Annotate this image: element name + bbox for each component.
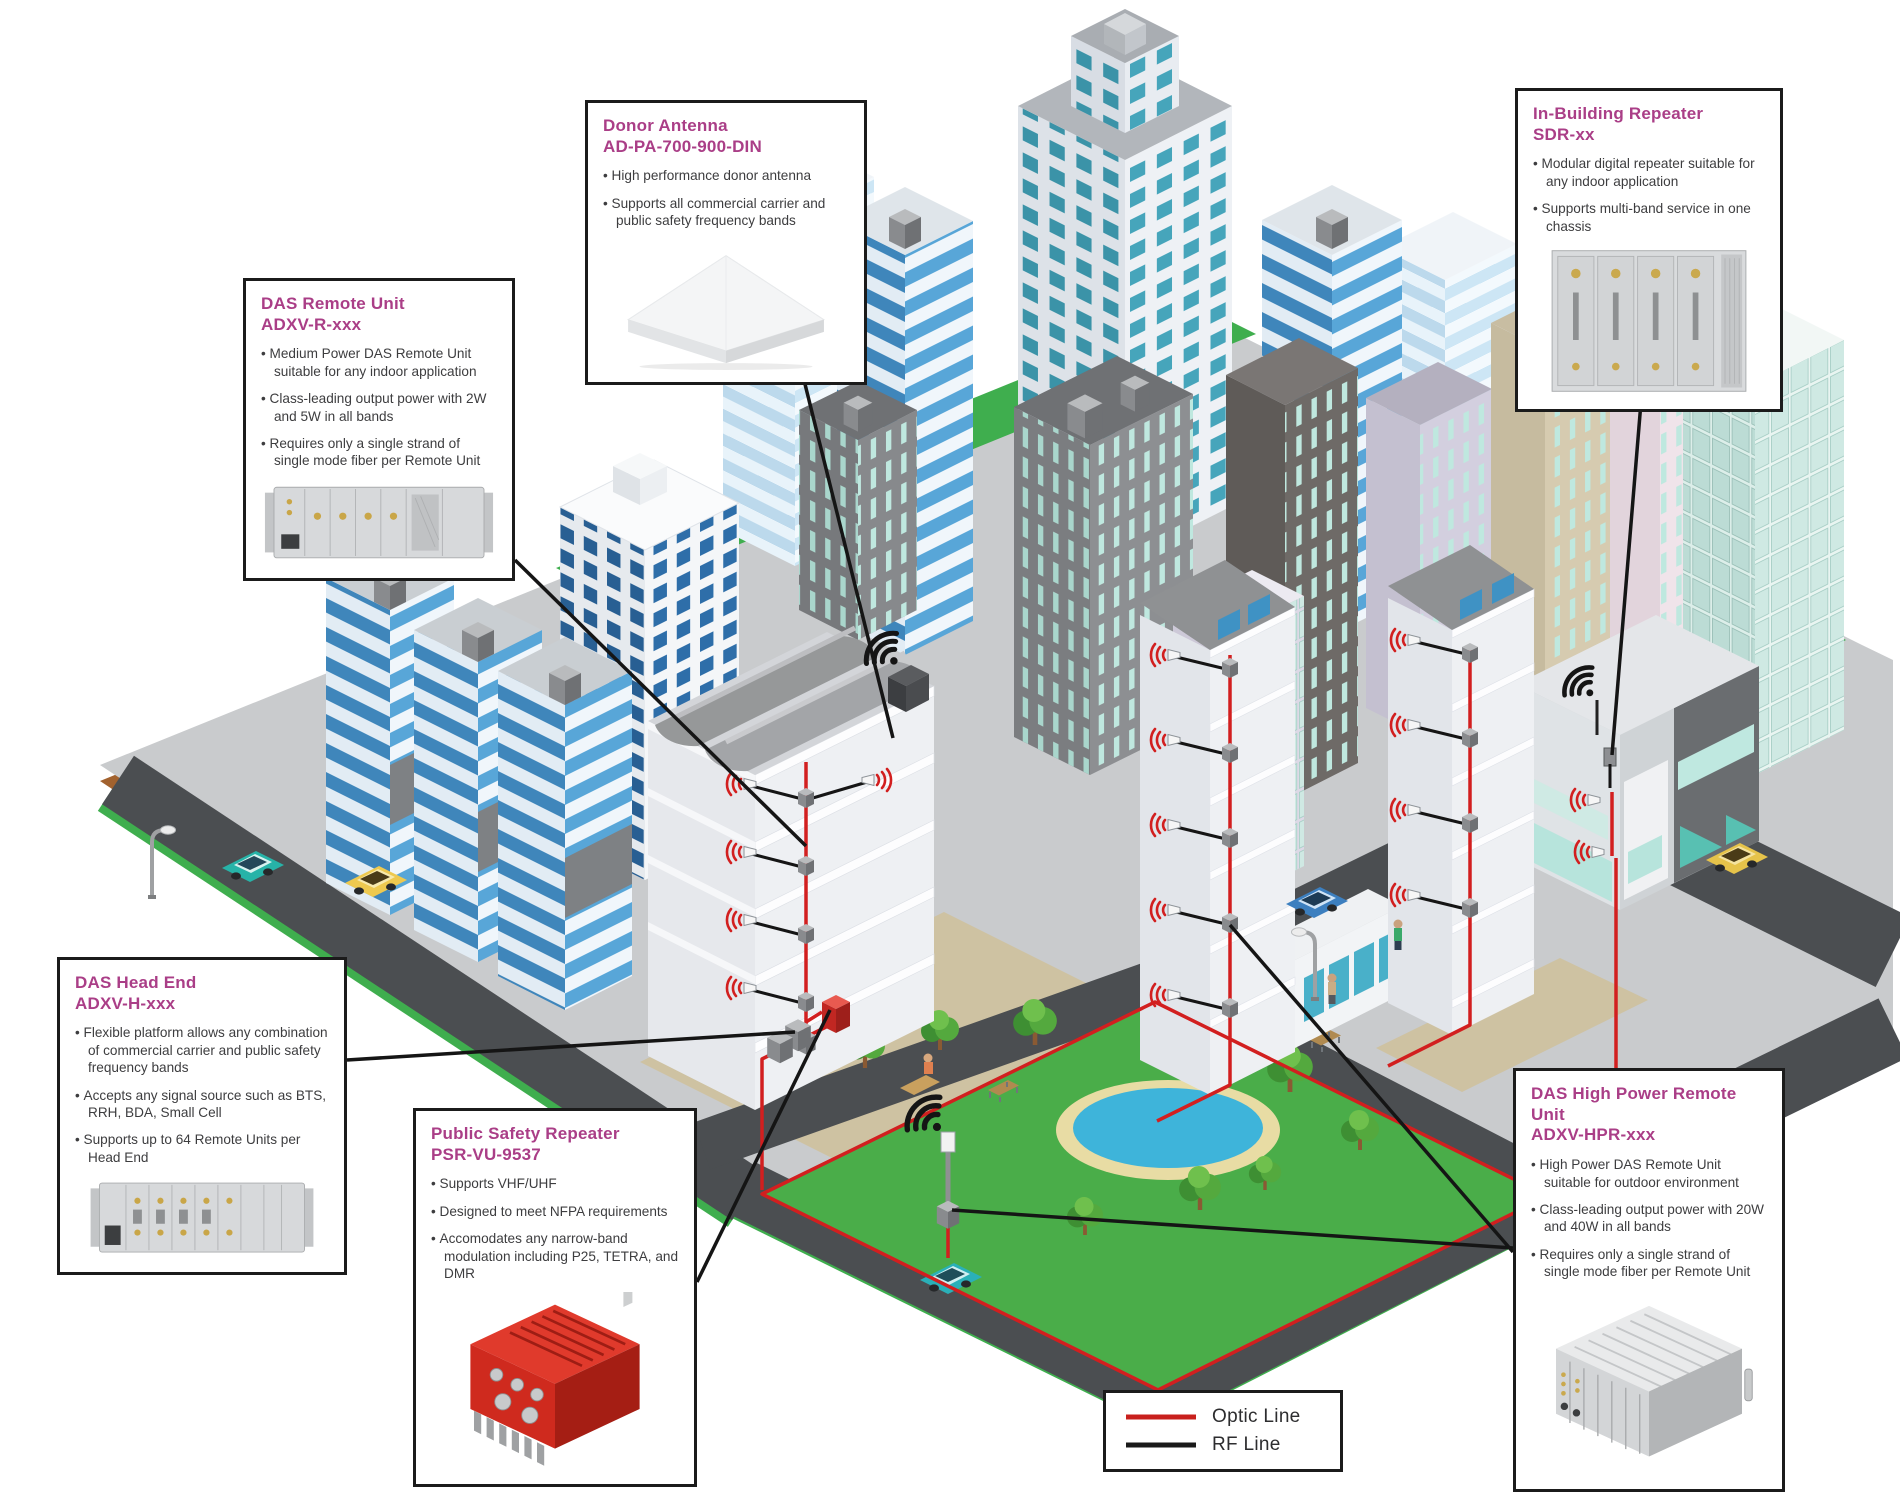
rf-connector-donor [797, 359, 895, 739]
callout-model: ADXV-R-xxx [261, 314, 362, 334]
callout-title: DAS High Power Remote Unit [1531, 1084, 1737, 1124]
callout-connectors [346, 359, 1644, 1283]
callout-title: Donor Antenna [603, 116, 728, 135]
legend-optic-line: Optic Line [1124, 1406, 1322, 1428]
legend: Optic Line RF Line [1103, 1390, 1343, 1472]
rf-connector-psr [695, 1009, 832, 1283]
pedestrian [1327, 973, 1337, 1004]
rf-line-swatch [1126, 1442, 1196, 1448]
pedestrian [1393, 919, 1403, 950]
rf-connector-hpr-2 [1228, 923, 1515, 1254]
callout-model: AD-PA-700-900-DIN [603, 136, 762, 156]
das-head-end-product-image [75, 1176, 329, 1260]
street-details [146, 823, 1768, 1294]
callout-model: ADXV-H-xxx [75, 993, 176, 1013]
callout-title: In-Building Repeater [1533, 104, 1704, 123]
public-safety-repeater-box [822, 995, 850, 1033]
callout-model: ADXV-HPR-xxx [1531, 1125, 1656, 1145]
callout-bullets: Flexible platform allows any combination… [75, 1024, 329, 1176]
rf-connector-remote [513, 558, 808, 848]
callout-title: Public Safety Repeater [431, 1124, 620, 1143]
legend-label: Optic Line [1212, 1406, 1301, 1427]
rf-connector-hpr-1 [951, 1208, 1514, 1250]
callout-bullets: High Power DAS Remote Unit suitable for … [1531, 1156, 1767, 1290]
callout-das-head-end: DAS Head End ADXV-H-xxx Flexible platfor… [57, 957, 347, 1276]
callout-donor-antenna: Donor Antenna AD-PA-700-900-DIN High per… [585, 100, 867, 385]
callout-bullets: Modular digital repeater suitable for an… [1533, 155, 1765, 245]
callout-bullets: Supports VHF/UHF Designed to meet NFPA r… [431, 1175, 679, 1292]
rf-connector-inbuilding [1610, 389, 1644, 756]
public-safety-repeater-product-image [431, 1292, 679, 1472]
callout-model: SDR-xx [1533, 124, 1595, 144]
callout-das-remote-unit: DAS Remote Unit ADXV-R-xxx Medium Power … [243, 278, 515, 581]
callout-das-high-power-remote: DAS High Power Remote Unit ADXV-HPR-xxx … [1513, 1068, 1785, 1492]
picnic-table [900, 1053, 940, 1095]
car-teal [920, 1263, 982, 1294]
headend-unit [767, 1031, 793, 1064]
callout-public-safety-repeater: Public Safety Repeater PSR-VU-9537 Suppo… [413, 1108, 697, 1488]
callout-title: DAS Head End [75, 973, 197, 992]
in-building-repeater-product-image [1533, 245, 1765, 397]
donor-antenna-product-image [603, 240, 849, 370]
building-cutaway-right [1388, 545, 1535, 1035]
das-remote-unit-product-image [261, 480, 497, 566]
callout-bullets: Medium Power DAS Remote Unit suitable fo… [261, 345, 497, 479]
park-antenna [899, 1089, 960, 1229]
floor-remote-units [725, 627, 1612, 1018]
legend-rf-line: RF Line [1124, 1434, 1322, 1456]
legend-label: RF Line [1212, 1434, 1281, 1455]
car-yellow-taxi [345, 866, 407, 897]
das-network [346, 359, 1644, 1392]
building-lowrise-repeater [1517, 615, 1759, 910]
callout-title: DAS Remote Unit [261, 294, 405, 313]
callout-bullets: High performance donor antenna Supports … [603, 167, 849, 239]
car-yellow-taxi [1706, 843, 1768, 874]
optic-line-swatch [1126, 1414, 1196, 1420]
building-gray-slit-tower [799, 381, 917, 640]
headend-cluster [767, 995, 850, 1064]
callout-model: PSR-VU-9537 [431, 1144, 541, 1164]
das-high-power-remote-product-image [1531, 1291, 1767, 1477]
car-blue [1286, 887, 1348, 918]
car-teal [222, 851, 284, 882]
callout-in-building-repeater: In-Building Repeater SDR-xx Modular digi… [1515, 88, 1783, 413]
rf-connector-headend [346, 1030, 796, 1062]
